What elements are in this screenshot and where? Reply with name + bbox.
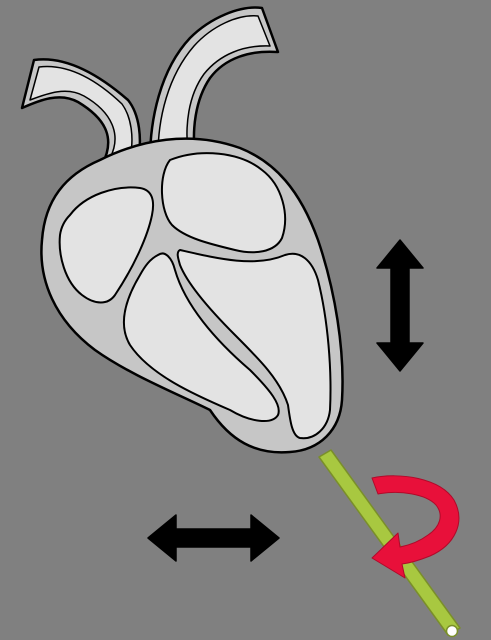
right-vessel-lumen	[158, 16, 270, 155]
left-vessel-lumen	[30, 67, 132, 158]
probe-tip	[447, 626, 458, 637]
horizontal-double-arrow-icon	[148, 515, 279, 561]
vertical-double-arrow-icon	[377, 240, 423, 371]
